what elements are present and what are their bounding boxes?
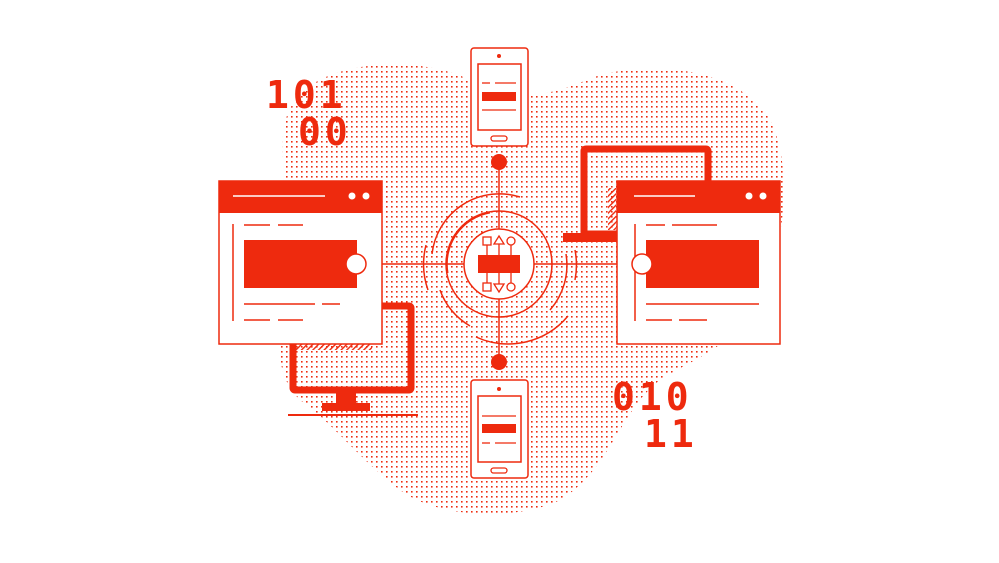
browser-window-left xyxy=(218,180,383,345)
square-icon xyxy=(482,282,492,292)
circle-icon xyxy=(506,282,516,292)
binary-line: 11 xyxy=(644,412,698,456)
triangle-up-icon xyxy=(492,234,506,245)
binary-top-left: 101 00 xyxy=(266,73,352,154)
browser-window-right xyxy=(616,180,781,345)
square-icon xyxy=(482,236,492,246)
connector-port-right xyxy=(631,253,653,275)
binary-line: 00 xyxy=(298,110,352,154)
circle-icon xyxy=(506,236,516,246)
phone-bottom xyxy=(470,379,529,479)
connector-dot-bottom xyxy=(491,354,507,370)
connector-port-left xyxy=(345,253,367,275)
binary-line: 101 xyxy=(266,73,347,117)
workflow-icon xyxy=(478,234,520,294)
dotted-background-blob xyxy=(280,64,784,514)
central-hub xyxy=(422,193,578,345)
triangle-down-icon xyxy=(492,283,506,294)
phone-top xyxy=(470,47,529,147)
binary-line: 010 xyxy=(612,375,693,419)
binary-bottom-right: 010 11 xyxy=(612,375,698,456)
connector-dot-top xyxy=(491,154,507,170)
